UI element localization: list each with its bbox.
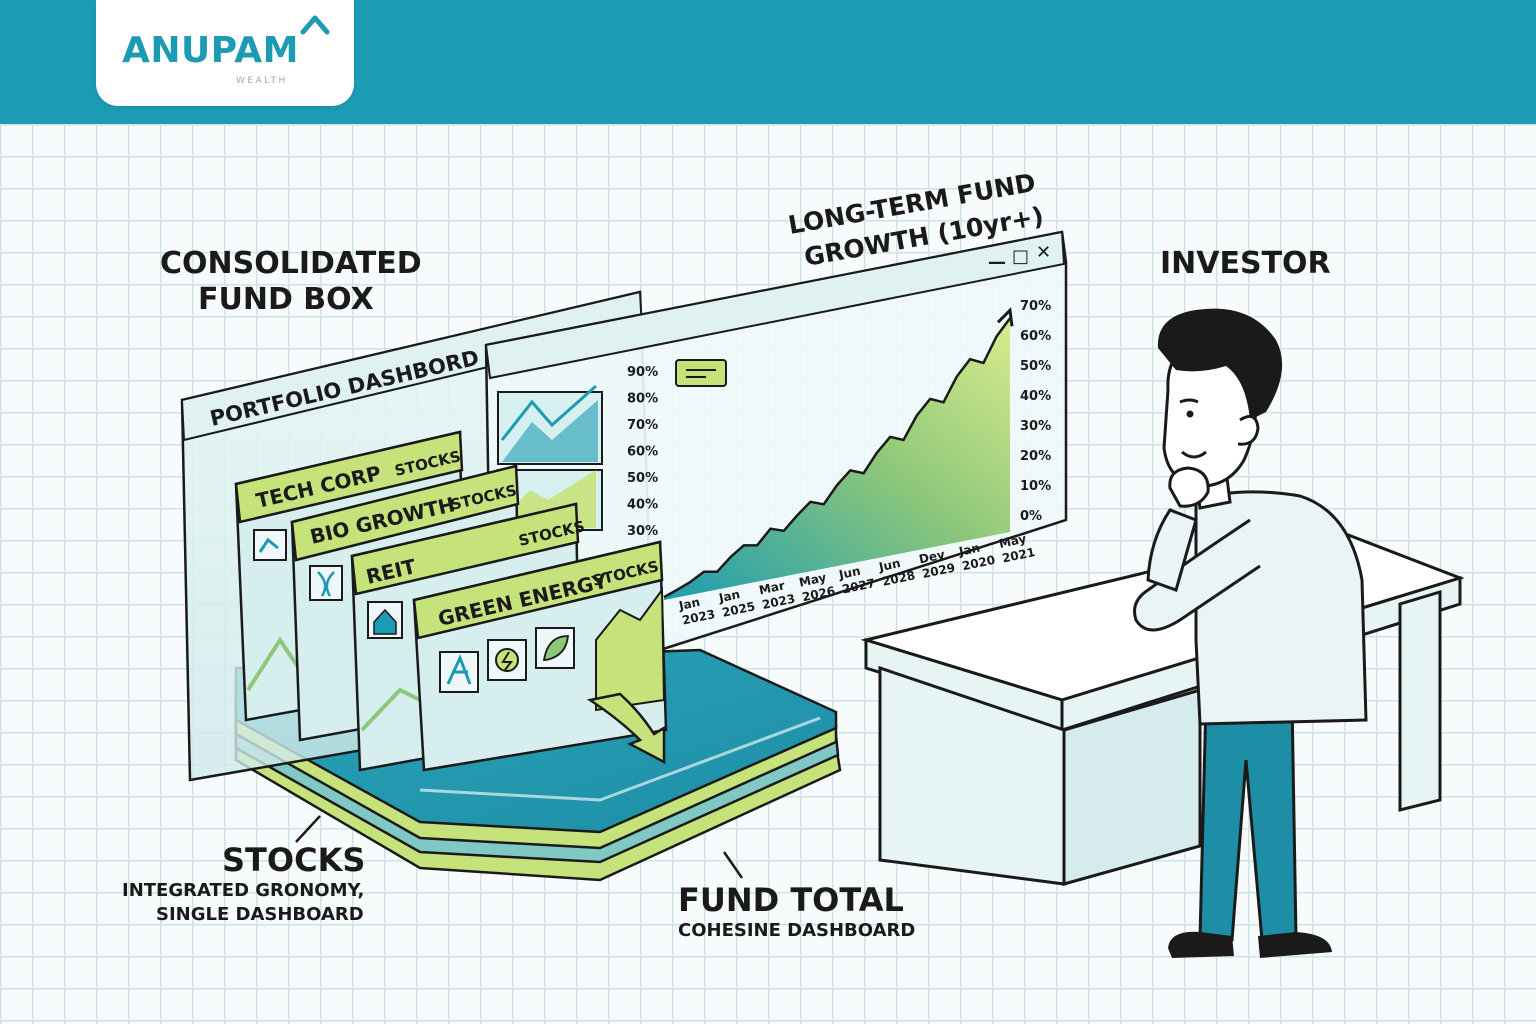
left-tick-label: 70% [627,418,658,433]
right-tick-label: 50% [1020,359,1051,374]
right-tick-label: 10% [1020,479,1051,494]
x-tick-label: Jun2028 [877,554,917,590]
x-tick-label: May2021 [998,530,1037,565]
logo-wordmark: ANUPAM [122,30,299,71]
consolidated-label-line2: FUND BOX [198,282,374,317]
fund-total-pointer [722,851,744,879]
investor-label: INVESTOR [1160,246,1331,281]
stock-cards [234,430,668,772]
window-minimize-icon: — [988,252,1006,273]
caret-up-icon [300,15,330,35]
growth-area [664,318,1010,600]
right-tick-label: 70% [1020,299,1051,314]
right-tick-label: 20% [1020,449,1051,464]
stocks-label: STOCKS [222,841,366,879]
x-tick-label: Jun2027 [837,561,877,597]
consolidated-label-line1: CONSOLIDATED [160,246,422,281]
x-tick-label: Mar2023 [758,577,797,612]
x-tick-label: Jan2023 [677,592,717,628]
growth-area-chart: 90% 80% 70% 60% 50% 40% 30% 70% 60% 50% 40% 30% 20% 1… [627,299,1051,628]
fund-total-label: FUND TOTAL [678,881,904,919]
stocks-sub-line2: SINGLE DASHBOARD [156,904,364,925]
growth-line [663,317,1012,599]
investor-figure [1133,308,1368,958]
left-tick-label: 40% [627,498,658,513]
stocks-sub-line1: INTEGRATED GRONOMY, [122,880,365,901]
window-close-icon: ✕ [1036,242,1051,263]
x-tick-label: Dev2029 [918,546,957,581]
growth-arrow-icon [996,307,1014,327]
logo[interactable]: ANUPAM WEALTH [96,0,354,106]
window-maximize-icon: □ [1012,246,1029,267]
network-icon [253,529,287,561]
left-tick-label: 60% [627,445,658,460]
right-tick-label: 30% [1020,419,1051,434]
right-tick-label: 0% [1020,509,1042,524]
right-tick-label: 60% [1020,329,1051,344]
x-tick-label: Jan2025 [717,585,757,621]
right-tick-label: 40% [1020,389,1051,404]
left-tick-label: 80% [627,392,658,407]
left-tick-label: 30% [627,524,658,539]
fund-total-sub: COHESINE DASHBOARD [678,920,916,941]
left-tick-label: 50% [627,471,658,486]
x-tick-label: Jan2020 [957,538,997,574]
left-tick-label: 90% [627,365,658,380]
x-tick-label: May2026 [798,569,837,604]
stocks-pointer [295,815,321,843]
logo-subtitle: WEALTH [236,76,288,86]
